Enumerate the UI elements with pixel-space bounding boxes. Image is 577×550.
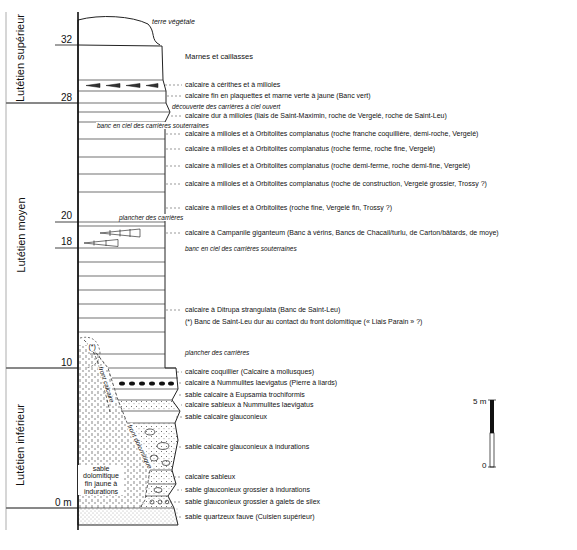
annotation: plancher des carrières	[185, 349, 249, 356]
bed-label: calcaire à milioles et à Orbitolites com…	[185, 130, 478, 138]
leader-line	[171, 116, 182, 117]
leader-line	[166, 184, 182, 185]
leader-line	[177, 372, 182, 373]
depth-number: 18	[61, 236, 72, 247]
depth-number: 32	[61, 34, 72, 45]
annotation: banc en ciel des carrières souterraines	[185, 245, 297, 252]
leader-line	[179, 447, 182, 448]
bed-label: calcaire à milioles et à Orbitolites com…	[185, 180, 487, 188]
stage-label: Lutétien inférieur	[14, 404, 26, 486]
depth-number: 10	[61, 357, 72, 368]
bed-label: calcaire à cérithes et à milioles	[185, 81, 280, 89]
zone-label: sable dolomitique fin jaune à induration…	[78, 465, 124, 496]
bed-label: sable quartzeux fauve (Cuisien supérieur…	[185, 513, 315, 521]
leader-line	[166, 310, 182, 311]
leader-line	[166, 134, 182, 135]
annotation: front dolomitique	[126, 422, 154, 470]
bed-label: sable glauconieux grossier à galets de s…	[185, 498, 320, 506]
depth-axis	[6, 12, 78, 530]
bed-label: calcaire à milioles et à Orbitolites (ro…	[185, 204, 392, 212]
leader-line	[179, 383, 182, 384]
cerithe-symbols	[86, 84, 158, 88]
leader-line	[165, 85, 182, 86]
bed-label: calcaire coquillier (Calcaire à mollusqu…	[185, 368, 314, 376]
depth-number: 20	[61, 210, 72, 221]
bed-label: calcaire à milioles et à Orbitolites com…	[185, 162, 470, 170]
scale-label: 5 m	[473, 398, 486, 407]
leader-line	[167, 96, 182, 97]
stage-label: Lutétien supérieur	[14, 14, 26, 102]
bed-label: calcaire sableux à Nummulites laevigatus	[185, 401, 313, 409]
annotation: front calcaire	[97, 364, 116, 404]
leader-line	[166, 208, 182, 209]
leader-line	[166, 166, 182, 167]
bed-label: sable calcaire à Eupsamia trochiformis	[185, 391, 305, 399]
stage-label: Lutétien moyen	[14, 197, 26, 272]
leader-line	[179, 517, 182, 518]
campanile-symbols	[84, 229, 140, 247]
bed-label: calcaire sableux	[185, 473, 235, 481]
annotation: découverte des carrières à ciel ouvert	[172, 103, 280, 110]
bed-label: sable glauconieux grossier à indurations	[185, 486, 310, 494]
bed-label: Marnes et caillasses	[185, 53, 253, 61]
bed-label: sable calcaire glauconieux	[185, 413, 267, 421]
scale-label: 0	[482, 462, 486, 471]
bed-label: sable calcaire glauconieux à indurations	[185, 443, 309, 451]
bed-label: calcaire à milioles et à Orbitolites com…	[185, 145, 435, 153]
scale-bar	[488, 400, 496, 467]
leader-line	[166, 233, 182, 234]
depth-number: 0 m	[55, 497, 72, 508]
leader-line	[179, 395, 182, 396]
column-body	[78, 17, 180, 525]
bed-label: calcaire à Campanile giganteum (Banc à v…	[185, 229, 499, 237]
bed-label: calcaire à Ditrupa strangulata (Banc de …	[185, 306, 340, 314]
leader-line	[181, 405, 182, 406]
bed-label: calcaire fin en plaquettes et marne vert…	[185, 92, 371, 100]
bed-label: calcaire à Nummulites laevigatus (Pierre…	[185, 379, 337, 387]
leader-line	[170, 502, 182, 503]
annotation: plancher des carrières	[118, 214, 184, 221]
bed-label: calcaire dur à milioles (liais de Saint-…	[185, 112, 447, 120]
annotation: banc en ciel des carrières souterraines	[96, 122, 210, 129]
leader-line	[176, 417, 182, 418]
nummulite-symbols	[119, 382, 174, 386]
annotation: terre végétale	[152, 18, 195, 26]
bed-note: (*) Banc de Saint-Leu dur au contact du …	[185, 318, 422, 326]
leader-line	[174, 477, 182, 478]
leader-line	[177, 490, 182, 491]
annotation: (*)	[88, 343, 97, 351]
depth-number: 28	[61, 92, 72, 103]
leader-line	[166, 149, 182, 150]
